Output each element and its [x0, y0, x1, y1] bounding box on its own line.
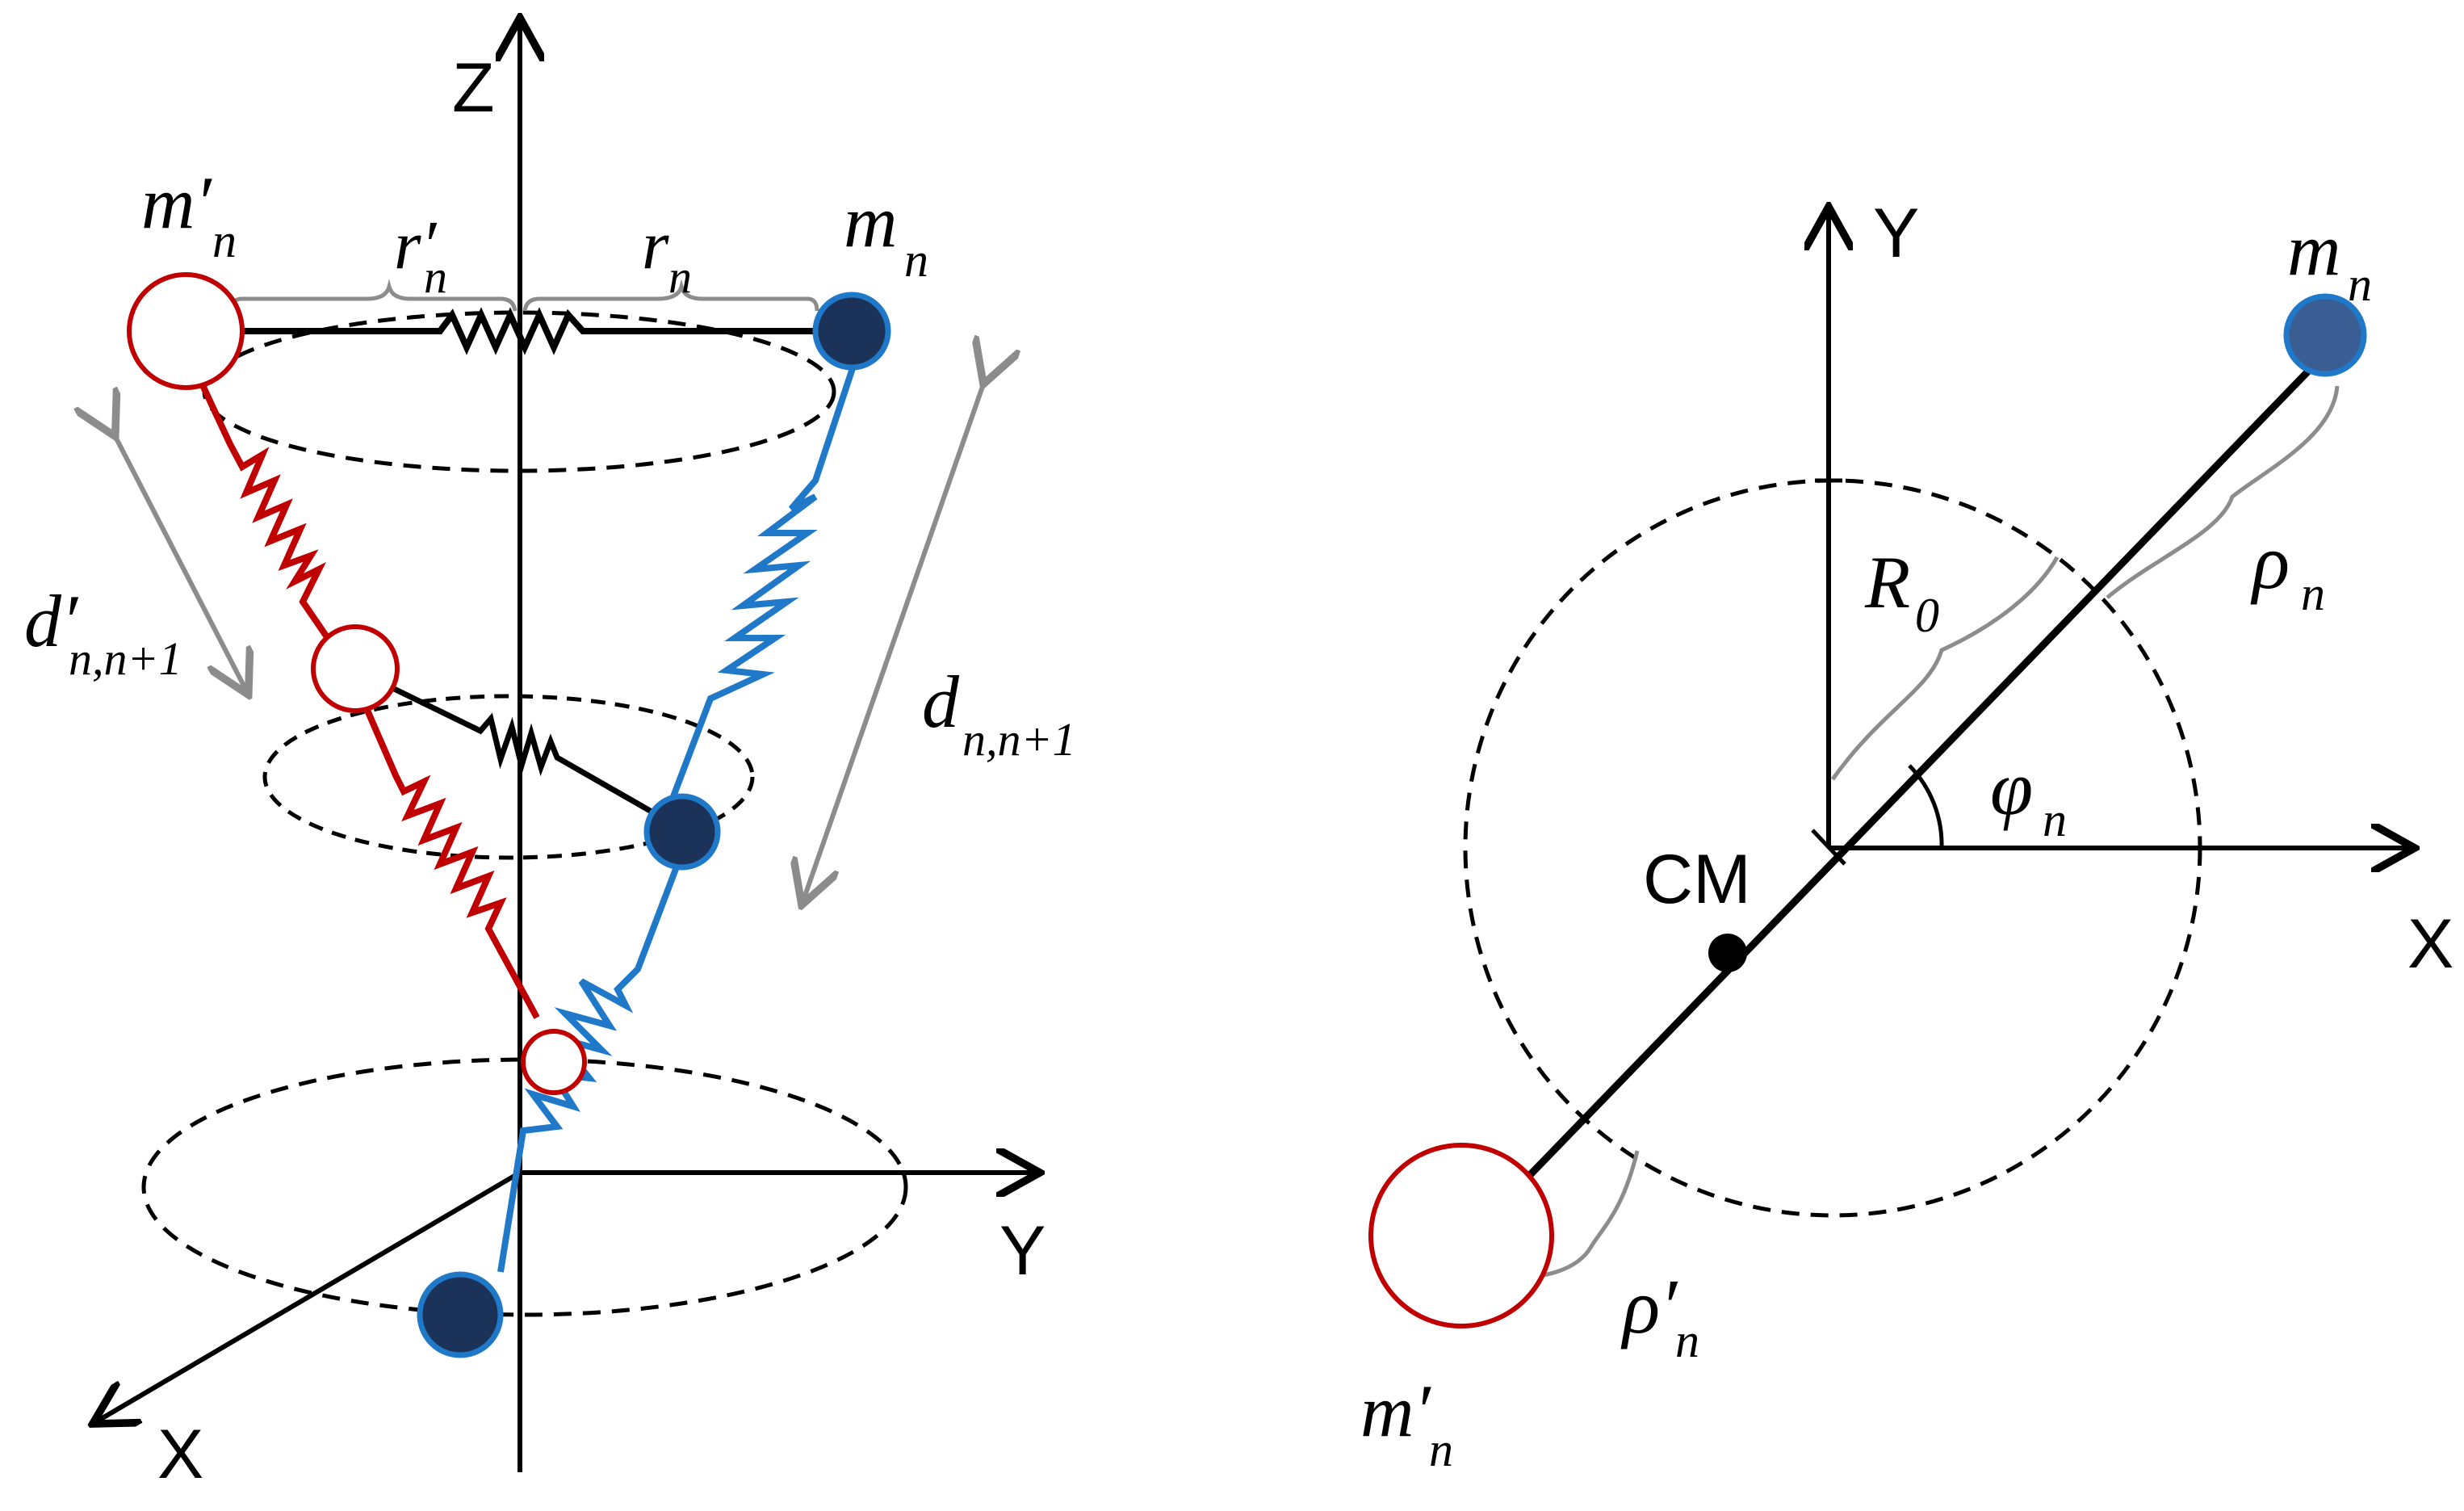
- label-m-top: m n: [844, 180, 928, 287]
- x-axis-label: X: [157, 1416, 203, 1493]
- svg-text:n: n: [2348, 258, 2372, 311]
- svg-text:n: n: [212, 214, 237, 267]
- svg-text:d: d: [922, 661, 960, 743]
- label-m-prime-top: m′ n: [141, 162, 237, 267]
- top-blue-mass-filled: [812, 292, 891, 371]
- red-spring-lower: [360, 699, 540, 1019]
- svg-text:n: n: [668, 250, 692, 303]
- left-panel: Z Y X m′ n m n r′ n r n d′ n,n+1 d n,n+1: [24, 23, 1076, 1493]
- right-blue-mass: [2283, 293, 2367, 377]
- middle-red-mass-open: [311, 624, 400, 713]
- label-d: d n,n+1: [922, 661, 1076, 766]
- label-r-prime: r′ n: [394, 206, 447, 303]
- svg-text:m: m: [2287, 208, 2340, 291]
- svg-text:d′: d′: [24, 580, 79, 662]
- svg-text:ρ: ρ: [2250, 518, 2290, 605]
- svg-text:R: R: [1864, 541, 1910, 623]
- rho-brace: [2106, 385, 2340, 599]
- cm-label: CM: [1643, 841, 1751, 918]
- label-r: r n: [642, 206, 692, 303]
- middle-dashed-ellipse: [262, 694, 755, 860]
- x-axis: [97, 1170, 522, 1421]
- top-red-mass-open: [127, 272, 245, 390]
- bottom-red-mass-open: [521, 1029, 587, 1095]
- y-axis-label: Y: [999, 1212, 1046, 1290]
- svg-text:n: n: [1675, 1314, 1699, 1367]
- label-m-prime-right: m′ n: [1360, 1370, 1453, 1476]
- center-of-mass-dot: [1708, 934, 1747, 972]
- d-arrow: [803, 380, 985, 900]
- label-R0: R 0: [1864, 541, 1939, 642]
- bottom-blue-mass-filled: [417, 1271, 504, 1358]
- label-rho: ρ n: [2250, 518, 2325, 620]
- svg-text:0: 0: [1915, 589, 1939, 642]
- right-x-axis-label: X: [2407, 905, 2454, 983]
- svg-text:n,n+1: n,n+1: [69, 632, 182, 685]
- svg-text:m′: m′: [1360, 1370, 1431, 1452]
- label-rho-prime: ρ′ n: [1620, 1263, 1699, 1367]
- top-black-spring: [242, 307, 856, 355]
- phi-arc: [1908, 764, 1944, 849]
- right-y-axis-label: Y: [1873, 195, 1919, 272]
- z-axis-label: Z: [452, 49, 495, 127]
- svg-text:r′: r′: [394, 206, 437, 283]
- R0-brace: [1830, 556, 2060, 781]
- svg-text:r: r: [642, 206, 669, 283]
- label-m-right: m n: [2287, 208, 2372, 311]
- svg-text:n: n: [904, 233, 928, 287]
- r-prime-brace: [228, 279, 518, 312]
- r-brace: [522, 279, 819, 312]
- svg-text:n: n: [1429, 1423, 1453, 1476]
- svg-text:n,n+1: n,n+1: [962, 713, 1076, 766]
- label-d-prime: d′ n,n+1: [24, 580, 182, 685]
- svg-text:n: n: [424, 250, 447, 303]
- svg-text:n: n: [2043, 793, 2067, 846]
- middle-blue-mass-filled: [643, 793, 721, 871]
- svg-text:ρ′: ρ′: [1620, 1263, 1678, 1349]
- svg-text:φ: φ: [1990, 745, 2033, 831]
- blue-spring-upper: [663, 362, 857, 817]
- bottom-dashed-ellipse: [141, 1057, 908, 1317]
- label-phi: φ n: [1990, 745, 2067, 846]
- middle-black-spring: [384, 682, 681, 831]
- rod: [1527, 352, 2327, 1178]
- red-spring-upper: [199, 382, 358, 681]
- svg-text:n: n: [2301, 567, 2325, 620]
- right-red-mass-open: [1368, 1143, 1554, 1328]
- svg-text:m′: m′: [141, 162, 212, 244]
- right-panel: Y X CM m n m′ n R 0 ρ n ρ′ n φ n: [1360, 195, 2454, 1476]
- d-prime-arrow: [113, 432, 246, 690]
- svg-text:m: m: [844, 180, 897, 262]
